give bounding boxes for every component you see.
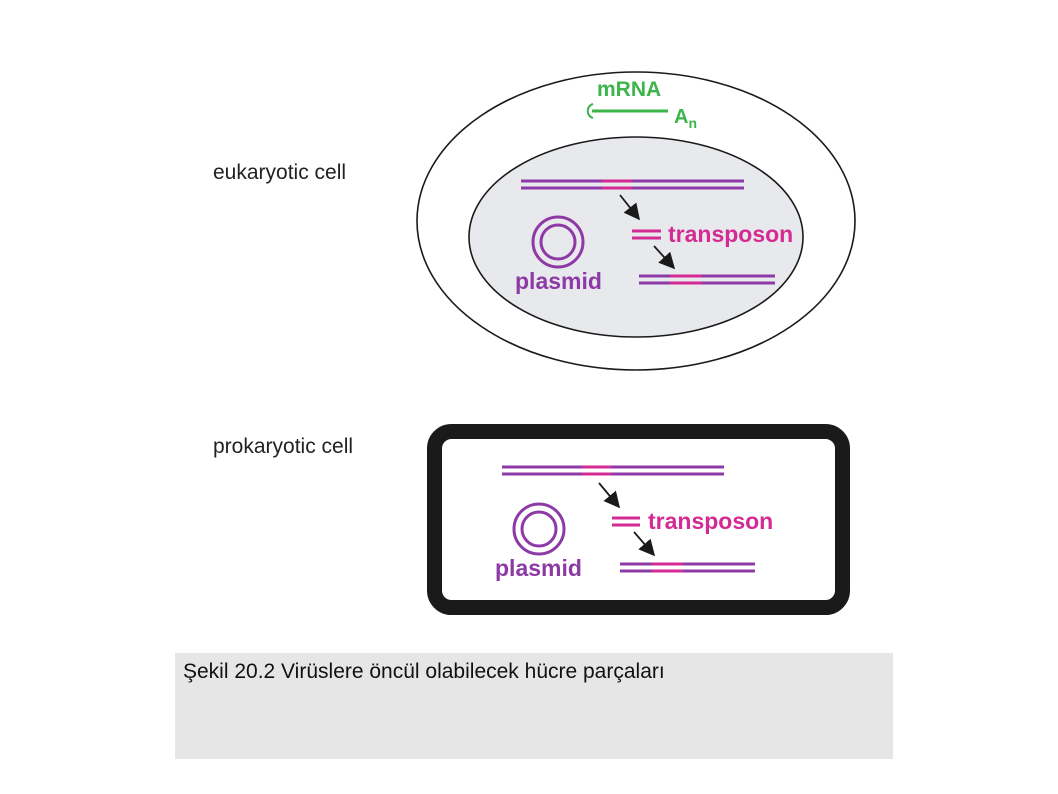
- excision-arrow: [619, 194, 641, 221]
- plasmid: [512, 502, 566, 556]
- target-dna: [639, 274, 775, 285]
- mrna: mRNA An: [586, 78, 697, 131]
- polya-tail-subscript: n: [688, 115, 697, 131]
- polya-tail-label: An: [674, 106, 697, 131]
- donor-dna: [502, 465, 724, 476]
- prokaryotic-cell: prokaryotic cell transposon plas: [213, 424, 850, 615]
- plasmid-label: plasmid: [495, 555, 582, 581]
- free-transposon: [612, 516, 640, 527]
- mrna-cap-icon: [586, 103, 594, 119]
- figure-caption: Şekil 20.2 Virüslere öncül olabilecek hü…: [183, 660, 665, 683]
- insertion-arrow: [633, 531, 656, 557]
- donor-dna: [521, 179, 744, 190]
- plasmid: [531, 215, 585, 269]
- free-transposon: [632, 229, 661, 240]
- prokaryotic-cell-label: prokaryotic cell: [213, 435, 353, 458]
- plasmid-label: plasmid: [515, 268, 602, 294]
- target-dna: [620, 562, 755, 573]
- insertion-arrow: [653, 245, 676, 270]
- transposon-label: transposon: [648, 508, 773, 534]
- mrna-label: mRNA: [597, 78, 661, 101]
- caption-box: Şekil 20.2 Virüslere öncül olabilecek hü…: [175, 653, 893, 759]
- transposon-label: transposon: [668, 221, 793, 247]
- excision-arrow: [598, 482, 621, 509]
- eukaryotic-cell-label: eukaryotic cell: [213, 161, 346, 184]
- eukaryotic-cell: eukaryotic cell mRNA An transposon: [213, 71, 856, 371]
